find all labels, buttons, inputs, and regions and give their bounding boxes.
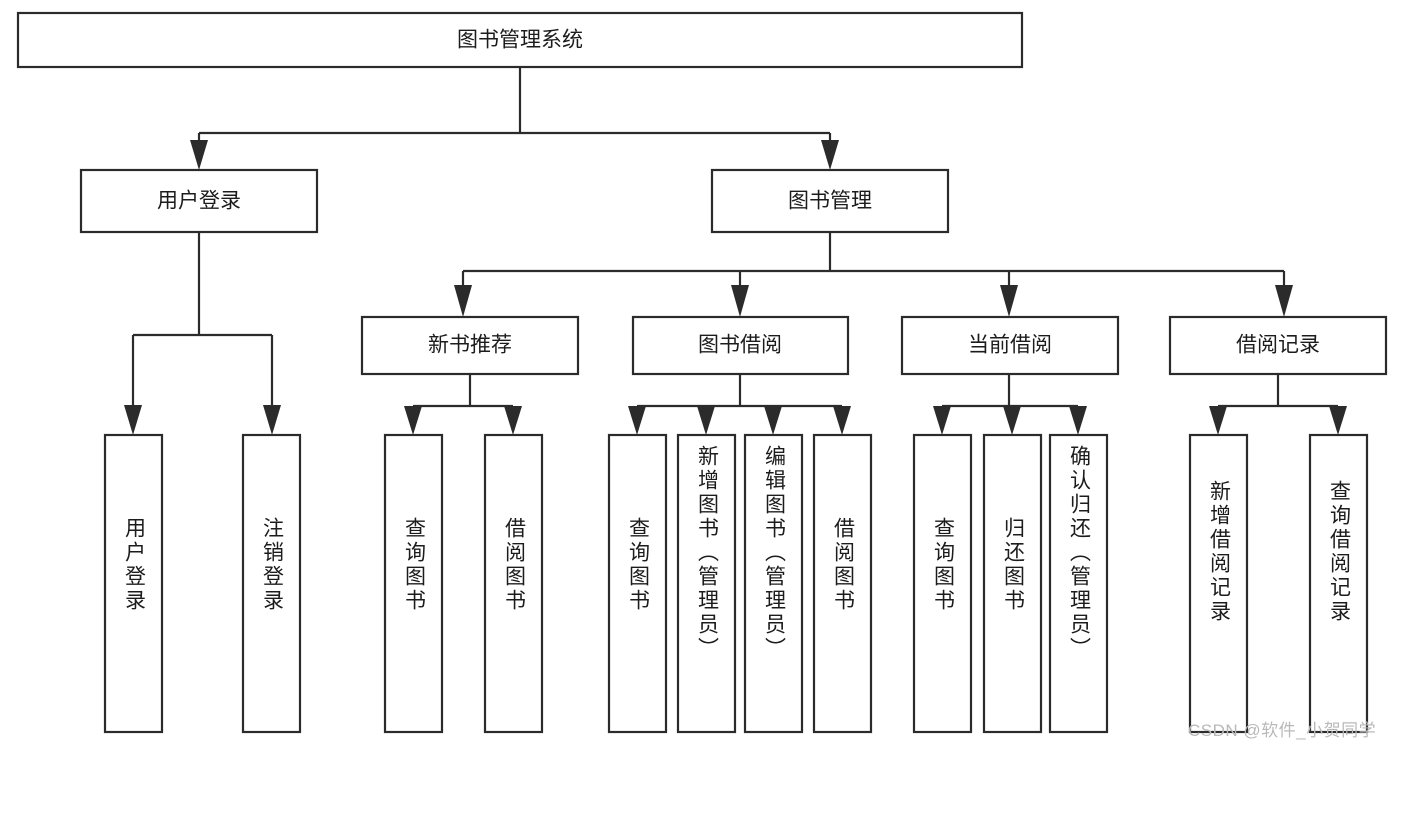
node-book-borrow[interactable]: 图书借阅 [631, 315, 850, 376]
node-borrow-records-box[interactable] [1168, 315, 1388, 376]
node-book-management-box[interactable] [710, 168, 950, 234]
node-user-login-label: 用户登录 [157, 190, 241, 213]
diagram-canvas: 图书管理系统 用户登录 图书管理 新书推荐 图书借阅 当前借阅 借阅记录 [16, 11, 1388, 740]
node-borrow-records-label: 借阅记录 [1236, 334, 1320, 357]
arrow-newbook-to-borrow [504, 406, 522, 435]
node-book-borrow-label: 图书借阅 [698, 334, 782, 357]
leaf-box-return-book[interactable] [982, 433, 1043, 734]
node-current-borrow-box[interactable] [900, 315, 1120, 376]
leaf-box-query-book-3[interactable] [912, 433, 973, 734]
arrow-bookmgmt-to-records [1275, 285, 1293, 317]
arrow-userlogin-to-login [124, 405, 142, 435]
node-user-login[interactable]: 用户登录 [79, 168, 319, 234]
arrow-root-to-user-login [190, 140, 208, 170]
edge-group-borrow-records [1209, 374, 1347, 435]
edge-group-book-mgmt [454, 232, 1293, 317]
node-user-login-box[interactable] [79, 168, 319, 234]
csdn-watermark: CSDN @软件_小贺同学 [1188, 721, 1377, 740]
arrow-currentborrow-to-confirm [1069, 406, 1087, 435]
edge-group-root [190, 67, 839, 170]
arrow-userlogin-to-logout [263, 405, 281, 435]
node-borrow-records[interactable]: 借阅记录 [1168, 315, 1388, 376]
leaf-box-query-book-1[interactable] [383, 433, 444, 734]
leaf-box-query-record[interactable] [1308, 433, 1369, 734]
node-book-management-label: 图书管理 [788, 190, 872, 213]
arrow-root-to-book-mgmt [821, 140, 839, 170]
node-root-box[interactable] [16, 11, 1024, 69]
tree-diagram-svg: 图书管理系统 用户登录 图书管理 新书推荐 图书借阅 当前借阅 借阅记录 [16, 11, 1388, 734]
node-new-book-recommend-label: 新书推荐 [428, 334, 512, 357]
arrow-currentborrow-to-query [933, 406, 951, 435]
edge-group-new-book [404, 374, 522, 435]
arrow-bookborrow-to-edit [764, 406, 782, 435]
arrow-currentborrow-to-return [1003, 406, 1021, 435]
leaf-box-user-login[interactable] [103, 433, 164, 734]
edge-group-user-login [124, 232, 281, 435]
node-new-book-recommend-box[interactable] [360, 315, 580, 376]
arrow-bookmgmt-to-current [1000, 285, 1018, 317]
node-root-label: 图书管理系统 [457, 29, 583, 52]
node-new-book-recommend[interactable]: 新书推荐 [360, 315, 580, 376]
leaf-box-confirm-return[interactable] [1048, 433, 1109, 734]
arrow-newbook-to-query [404, 406, 422, 435]
leaf-box-borrow-book-1[interactable] [483, 433, 544, 734]
node-book-borrow-box[interactable] [631, 315, 850, 376]
leaf-box-logout[interactable] [241, 433, 302, 734]
leaf-box-query-book-2[interactable] [607, 433, 668, 734]
arrow-bookborrow-to-query [628, 406, 646, 435]
arrow-borrowrecords-to-query [1329, 406, 1347, 435]
edge-group-current-borrow [933, 374, 1087, 435]
node-book-management[interactable]: 图书管理 [710, 168, 950, 234]
arrow-bookmgmt-to-new-book [454, 285, 472, 317]
leaf-box-borrow-book-2[interactable] [812, 433, 873, 734]
arrow-bookborrow-to-add [697, 406, 715, 435]
node-current-borrow[interactable]: 当前借阅 [900, 315, 1120, 376]
leaf-box-add-book[interactable] [676, 433, 737, 734]
node-current-borrow-label: 当前借阅 [968, 334, 1052, 357]
leaf-box-add-record[interactable] [1188, 433, 1249, 734]
edge-group-book-borrow [628, 374, 851, 435]
node-root[interactable]: 图书管理系统 [16, 11, 1024, 69]
arrow-borrowrecords-to-add [1209, 406, 1227, 435]
arrow-bookborrow-to-borrow [833, 406, 851, 435]
leaf-boxes [103, 433, 1369, 734]
arrow-bookmgmt-to-borrow [731, 285, 749, 317]
leaf-box-edit-book[interactable] [743, 433, 804, 734]
